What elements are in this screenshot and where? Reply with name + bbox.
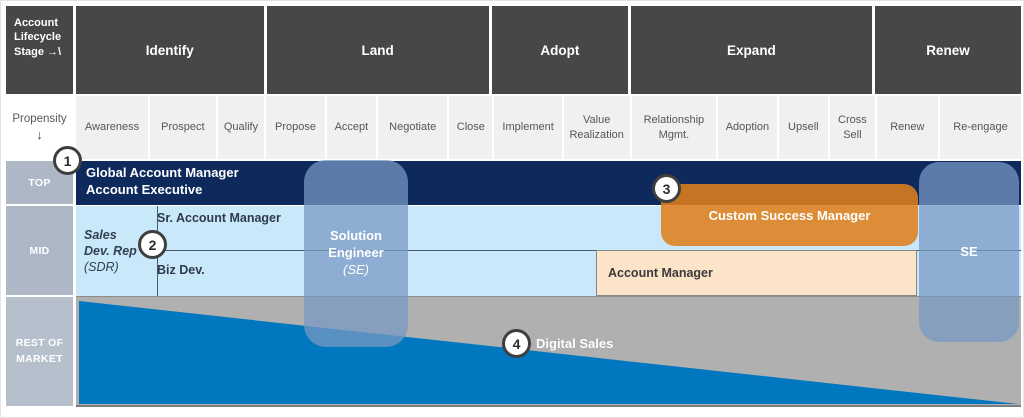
substage-qualify: Qualify: [217, 96, 267, 159]
substage-header-row: Awareness Prospect Qualify Propose Accep…: [76, 96, 1022, 159]
substage-awareness: Awareness: [76, 96, 151, 159]
substage-value-realization: Value Realization: [563, 96, 632, 159]
annotation-marker-3: 3: [652, 174, 681, 203]
substage-prospect: Prospect: [150, 96, 218, 159]
annotation-marker-1: 1: [53, 146, 82, 175]
sales-dev-rep-label: Sales Dev. Rep: [84, 227, 137, 258]
custom-success-manager-label: Custom Success Manager: [708, 207, 871, 223]
stage-land: Land: [266, 6, 492, 94]
sr-account-manager-label: Sr. Account Manager: [157, 211, 281, 225]
stage-identify: Identify: [76, 6, 267, 94]
sales-dev-rep-cell: Sales Dev. Rep (SDR): [76, 206, 158, 296]
band-account-manager: Account Manager: [596, 250, 917, 296]
band-solution-engineer: Solution Engineer (SE): [304, 160, 408, 347]
digital-sales-label: Digital Sales: [536, 336, 614, 351]
substage-implement: Implement: [494, 96, 564, 159]
annotation-marker-2: 2: [138, 230, 167, 259]
stage-renew: Renew: [874, 6, 1022, 94]
se-short-label: SE: [960, 243, 978, 259]
substage-negotiate: Negotiate: [378, 96, 450, 159]
account-manager-label: Account Manager: [608, 266, 713, 280]
global-account-manager-label: Global Account Manager: [86, 165, 239, 180]
sales-dev-rep-abbr: (SDR): [84, 260, 119, 275]
tier-rest-of-market: REST OF MARKET: [6, 297, 73, 406]
band-custom-success-manager: Custom Success Manager: [661, 184, 918, 246]
substage-cross-sell: Cross Sell: [829, 96, 877, 159]
digital-sales-wedge: [79, 301, 1018, 404]
substage-re-engage: Re-engage: [939, 96, 1022, 159]
biz-dev-label: Biz Dev.: [157, 263, 205, 277]
substage-upsell: Upsell: [778, 96, 830, 159]
down-arrow-icon: ↓: [36, 127, 43, 142]
stage-expand: Expand: [630, 6, 875, 94]
substage-adoption: Adoption: [718, 96, 779, 159]
mid-row-divider: [149, 250, 1021, 251]
substage-close: Close: [449, 96, 495, 159]
substage-propose: Propose: [266, 96, 327, 159]
solution-engineer-label: Solution Engineer: [328, 228, 384, 261]
account-executive-label: Account Executive: [86, 181, 203, 197]
account-lifecycle-stage-header: Account Lifecycle Stage →\: [6, 6, 73, 94]
solution-engineer-abbr: (SE): [343, 261, 369, 277]
substage-accept: Accept: [326, 96, 379, 159]
propensity-header: Propensity ↓: [6, 96, 73, 159]
tier-mid: MID: [6, 206, 73, 295]
propensity-label: Propensity: [12, 113, 67, 125]
substage-relationship-mgmt: Relationship Mgmt.: [631, 96, 719, 159]
stage-adopt: Adopt: [491, 6, 631, 94]
stage-header-row: Identify Land Adopt Expand Renew: [76, 6, 1022, 94]
substage-renew: Renew: [876, 96, 940, 159]
annotation-marker-4: 4: [502, 329, 531, 358]
band-se-renew: SE: [919, 162, 1019, 342]
rest-of-market-row: [76, 296, 1021, 407]
